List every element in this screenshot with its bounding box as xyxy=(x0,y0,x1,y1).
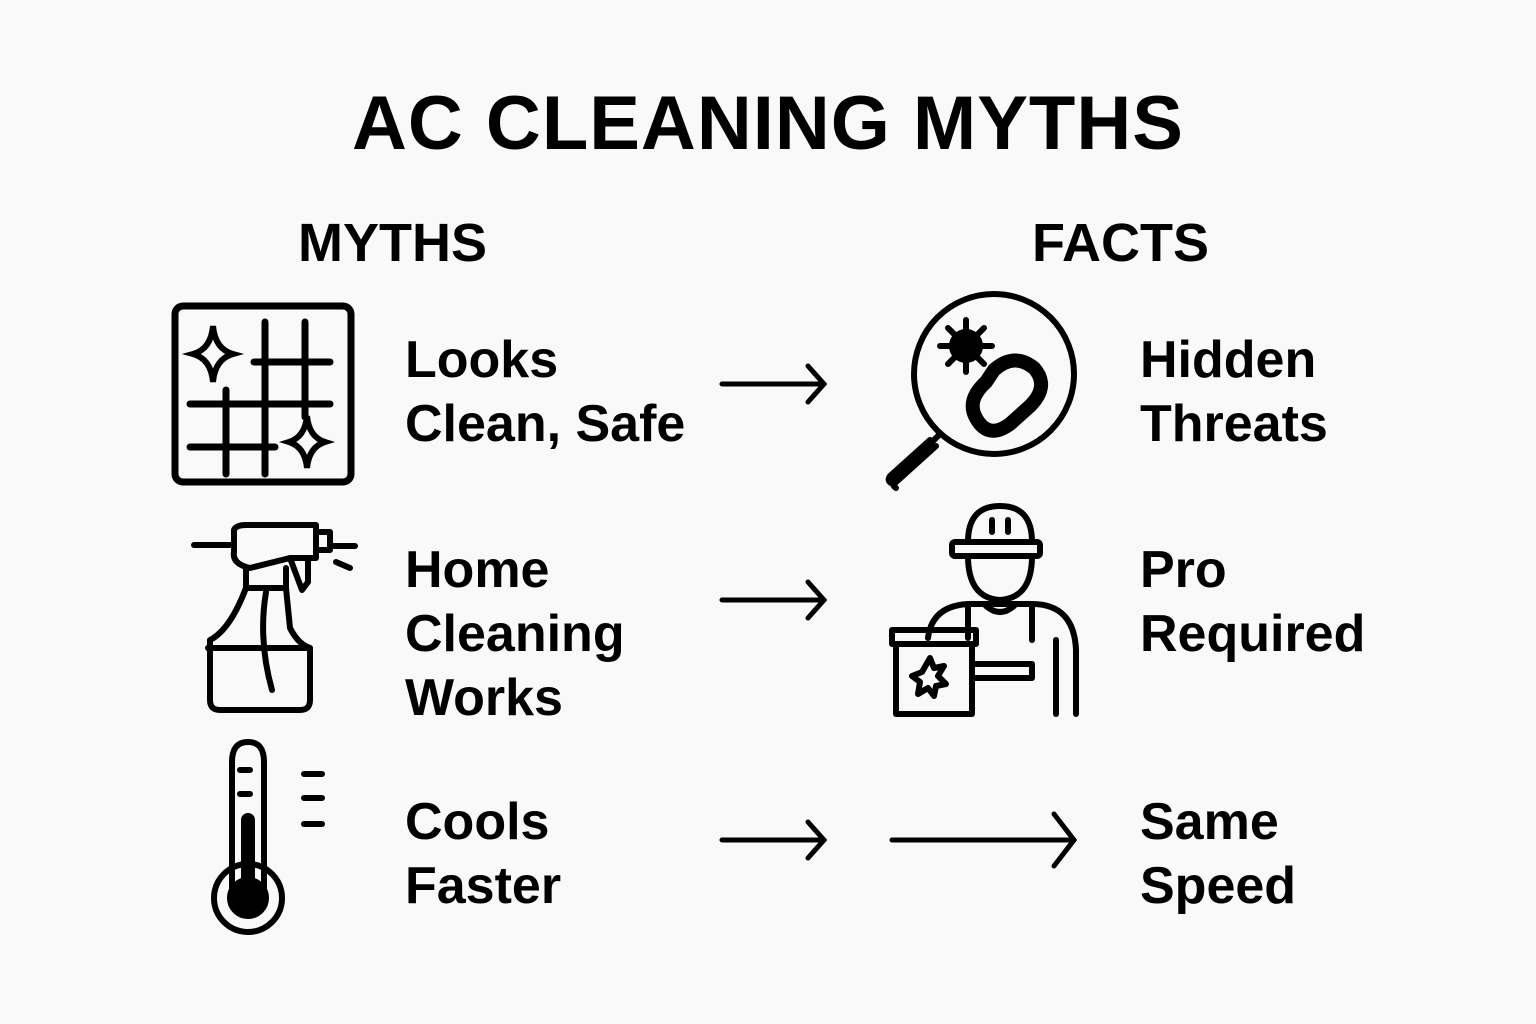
sparkling-grid-icon xyxy=(171,302,355,486)
magnifier-bacteria-icon xyxy=(885,291,1077,491)
arrow-icon xyxy=(719,819,828,861)
thermometer-icon xyxy=(211,738,325,935)
page-title: AC CLEANING MYTHS xyxy=(352,81,1184,166)
fact-label-3: Same Speed xyxy=(1140,793,1297,915)
fact-label-1: Hidden Threats xyxy=(1140,331,1328,453)
fact-label-2: Pro Required xyxy=(1140,541,1366,663)
spray-bottle-icon xyxy=(191,522,358,713)
myth-label-1: Looks Clean, Safe xyxy=(405,331,686,453)
technician-icon xyxy=(889,503,1079,717)
myth-label-2: Home Cleaning Works xyxy=(405,541,625,727)
arrow-icon xyxy=(719,579,828,621)
long-arrow-icon xyxy=(889,811,1078,869)
facts-column-header: FACTS xyxy=(1032,213,1210,273)
myth-label-3: Cools Faster xyxy=(405,793,562,915)
myths-column-header: MYTHS xyxy=(298,213,487,273)
arrow-icon xyxy=(719,363,828,405)
